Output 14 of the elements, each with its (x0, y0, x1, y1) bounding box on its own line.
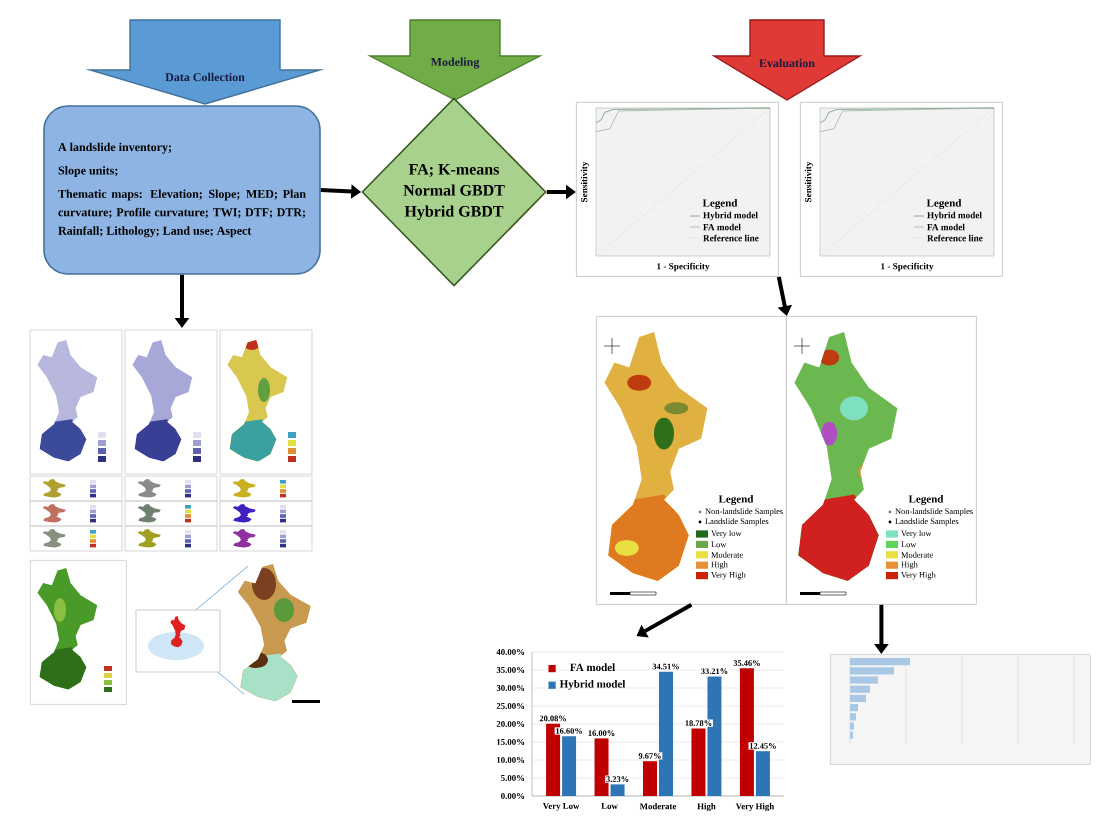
bar (643, 761, 657, 796)
picture (135, 564, 320, 703)
picture (29, 329, 313, 552)
bar-chart (496, 649, 785, 812)
bar (739, 668, 754, 796)
arrow (776, 276, 792, 316)
bar-chart-drawing (830, 654, 1091, 765)
picture (30, 560, 127, 705)
bar (562, 736, 577, 796)
bar (610, 784, 625, 796)
bar (755, 751, 770, 796)
bar (594, 738, 609, 796)
bar (691, 728, 706, 796)
bar (659, 671, 673, 796)
